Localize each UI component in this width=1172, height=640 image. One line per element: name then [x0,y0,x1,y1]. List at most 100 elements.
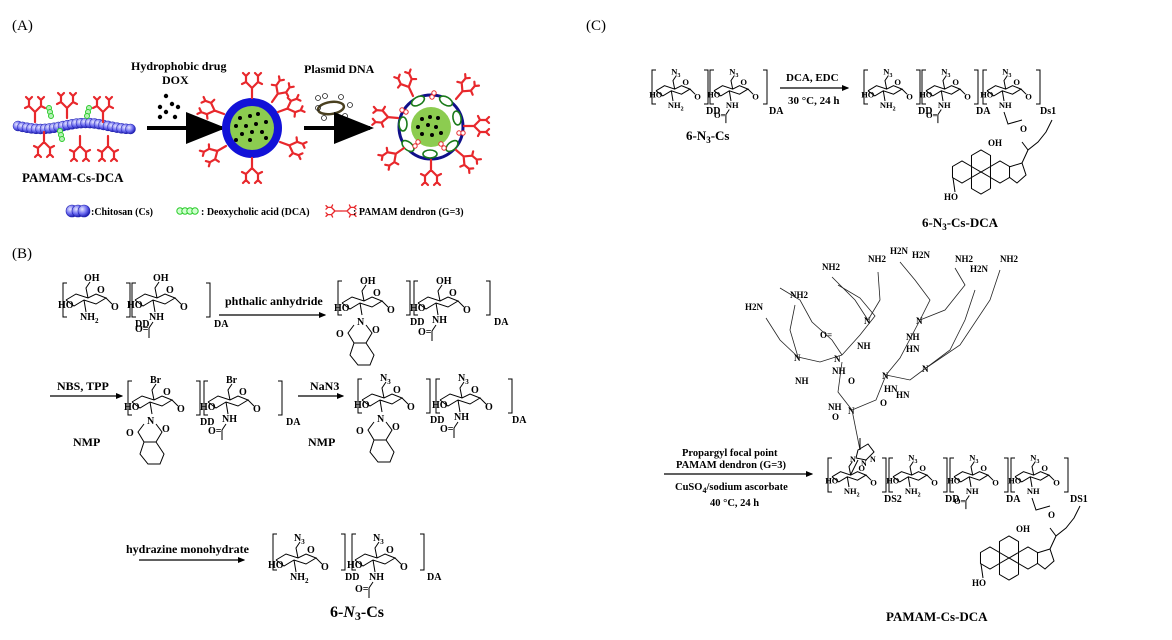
bond [1031,461,1036,476]
bond [1049,505,1081,550]
bond [763,69,768,105]
atom-label: O [906,91,913,101]
atom-label: O [386,545,394,556]
bond [943,457,948,493]
panel-a-label: (A) [12,18,33,34]
bond [980,563,984,579]
atom-label: O [919,463,926,473]
atom-label: N3 [883,67,892,80]
bond [848,461,853,476]
atom-label: DS1 [1070,494,1088,505]
atom-label: HO [886,476,900,486]
reagent-hydrazine: hydrazine monohydrate [126,542,250,556]
atom-label: O [372,325,380,336]
bond [867,271,881,321]
atom-label: O= [208,426,222,437]
atom-label: O [931,477,938,487]
bond [1048,474,1055,481]
bond [704,69,709,105]
condition-cuso4: CuSO4/sodium ascorbate [675,482,788,495]
atom-label: O= [418,327,432,338]
bond [851,374,887,411]
atom-label: O [1053,477,1060,487]
atom-label: NH [432,315,447,326]
atom-label: O [97,285,105,296]
atom-label: O= [714,110,726,120]
atom-label: NH2 [822,262,841,272]
atom-label: HO [347,560,363,571]
atom-label: O [1048,510,1055,520]
atom-label: DA [427,572,442,583]
bond [1017,546,1039,570]
reagent-nan3: NaN3 [310,379,339,393]
bond [127,380,132,416]
atom-label: O [449,288,457,299]
bond [154,281,160,299]
atom-label: O [964,91,971,101]
atom-label: N3 [941,67,950,80]
atom-label: N [377,414,385,425]
product-6-n3-cs: 6-N3-Cs [330,604,384,623]
atom-label: N [922,364,929,374]
atom-label: NH2 [868,254,887,264]
condition-40c-24h: 40 °C, 24 h [710,498,759,509]
bond [1003,75,1008,90]
bond [709,69,714,105]
atom-label: O [336,329,344,340]
bond [457,399,461,413]
atom-label: HO [919,90,933,100]
bond [1003,111,1023,125]
bond [865,474,872,481]
bond [919,267,966,321]
atom-label: O [111,302,119,313]
bond [368,581,374,598]
bond [374,541,380,559]
bond [1004,457,1009,493]
bond [126,282,131,318]
bond [435,378,440,414]
bond [341,533,346,571]
atom-label: DA [1006,494,1021,505]
plasmid-dna-icon [315,93,353,121]
atom-label: O [356,426,364,437]
bond [982,69,987,105]
bond [369,439,395,463]
bond [789,304,799,358]
atom-label: NH [906,332,920,342]
bond [381,381,387,399]
bond [863,69,868,105]
bond [139,441,165,465]
atom-label: N3 [458,373,469,386]
bond [979,546,1001,570]
atom-label: N3 [1002,67,1011,80]
atom-label: HO [707,90,721,100]
bond [367,421,393,441]
bond [457,300,465,308]
bond [347,324,373,344]
atom-label: NH2 [955,254,974,264]
atom-label: NH [795,376,809,386]
atom-label: NH2 [290,572,309,585]
panel-a: (A) PAMAM-Cs-DCA Hydrophobic drug DOX [12,18,491,218]
bond [1036,548,1055,570]
atom-label: NH2 [1000,254,1019,264]
bond [151,383,157,401]
atom-label: HO [649,90,663,100]
condition-nmp-2: NMP [308,435,335,449]
step1-reagent-line1: Hydrophobic drug [131,59,226,73]
bond [315,557,323,565]
atom-label: Ds1 [1040,106,1056,117]
atom-label: O [166,285,174,296]
bond [899,261,931,321]
bond [885,367,927,381]
bond [837,361,853,411]
atom-label: NH [222,414,237,425]
atom-label: HN [884,384,898,394]
atom-label: O [126,428,134,439]
dca-side-group [46,105,92,142]
bond [337,280,342,316]
